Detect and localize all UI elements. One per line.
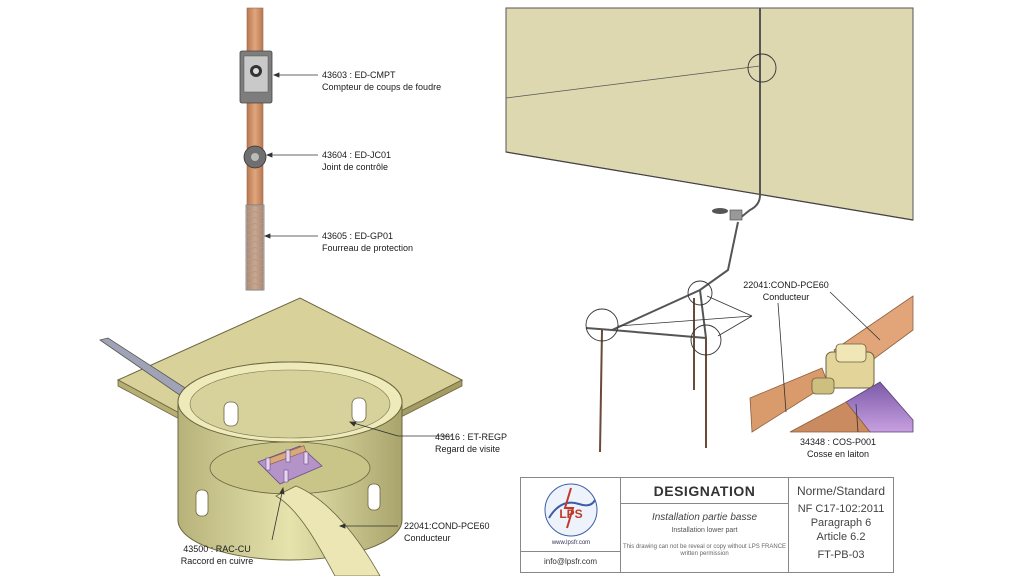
email-text: info@lpsfr.com: [521, 552, 621, 572]
leader-lines-junctions: [617, 295, 753, 337]
earth-rods: [599, 298, 707, 453]
cosse-code: 34348 : COS-P001: [799, 437, 877, 447]
lightning-counter-shape: [239, 50, 273, 104]
norm-article: Article 6.2: [816, 531, 866, 543]
joint-desc: Joint de contrôle: [322, 162, 389, 172]
label-test-joint: 43604 : ED-JC01 Joint de contrôle: [322, 149, 391, 173]
inspection-pit: [99, 297, 464, 576]
logo-cell: LPS www.lpsfr.com: [521, 478, 621, 552]
leader-lines-pit: [271, 421, 452, 541]
logo-initials: LPS: [559, 507, 582, 521]
sheet-ref: FT-PB-03: [817, 549, 865, 561]
label-protection-sheath: 43605 : ED-GP01 Fourreau de protection: [322, 230, 413, 254]
protection-sheath-shape: [245, 204, 265, 291]
designation-en: Installation lower part: [671, 527, 738, 534]
label-lightning-counter: 43603 : ED-CMPT Compteur de coups de fou…: [322, 69, 441, 93]
norm-ref: NF C17-102:2011: [797, 503, 885, 515]
logo-website: www.lpsfr.com: [551, 540, 591, 546]
regard-desc: Regard de visite: [435, 444, 501, 454]
label-conductor-bottom: 22041:COND-PCE60 Conducteur: [404, 520, 490, 544]
test-joint-small: [712, 208, 743, 221]
copyright-notice: This drawing can not be reveal or copy w…: [622, 544, 787, 557]
designation-heading: DESIGNATION: [621, 478, 789, 504]
counter-desc: Compteur de coups de foudre: [322, 82, 442, 92]
joint-code: 43604 : ED-JC01: [322, 150, 392, 160]
label-conductor-right: 22041:COND-PCE60 Conducteur: [726, 279, 846, 303]
designation-fr: Installation partie basse: [651, 512, 758, 523]
cosse-desc: Cosse en laiton: [806, 449, 870, 459]
conductor-bottom-code: 22041:COND-PCE60: [404, 521, 490, 531]
down-conductor-path: [585, 8, 761, 339]
title-block: LPS www.lpsfr.com info@lpsfr.com DESIGNA…: [520, 477, 894, 573]
conductor-right-desc: Conducteur: [762, 292, 810, 302]
label-brass-lug: 34348 : COS-P001 Cosse en laiton: [790, 436, 886, 460]
sheath-code: 43605 : ED-GP01: [322, 231, 394, 241]
conductor-right-code: 22041:COND-PCE60: [743, 280, 829, 290]
test-joint-shape: [243, 145, 267, 169]
label-inspection-pit: 43616 : ET-REGP Regard de visite: [435, 431, 507, 455]
cosse-detail: [749, 295, 914, 433]
designation-body: Installation partie basse Installation l…: [621, 504, 789, 572]
sheath-desc: Fourreau de protection: [322, 243, 414, 253]
counter-code: 43603 : ED-CMPT: [322, 70, 396, 80]
norm-heading: Norme/Standard: [796, 484, 886, 498]
building-wall: [505, 7, 914, 221]
leader-lines-top-left: [263, 72, 318, 239]
regard-code: 43616 : ET-REGP: [435, 432, 508, 442]
norm-cell: Norme/Standard NF C17-102:2011 Paragraph…: [789, 478, 893, 572]
label-copper-connector: 43500 : RAC-CU Raccord en cuivre: [162, 543, 272, 567]
raccord-code: 43500 : RAC-CU: [183, 544, 251, 554]
raccord-desc: Raccord en cuivre: [180, 556, 254, 566]
junction-markers: [585, 53, 777, 356]
norm-paragraph: Paragraph 6: [810, 517, 872, 529]
leader-lines-cosse: [777, 291, 881, 433]
conductor-bottom-desc: Conducteur: [404, 533, 451, 543]
lps-logo: LPS: [544, 483, 598, 537]
